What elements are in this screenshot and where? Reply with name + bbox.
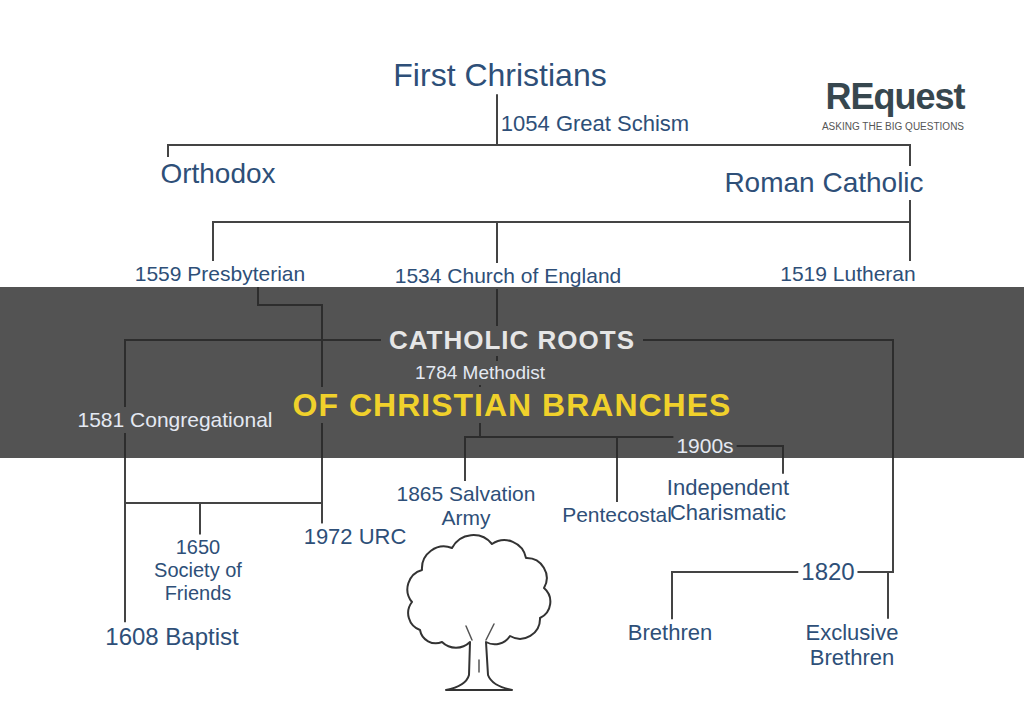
node-text: Roman Catholic bbox=[724, 167, 923, 199]
denomination-label: 1559 Presbyterian bbox=[132, 261, 308, 287]
branch-line bbox=[909, 200, 911, 261]
denomination-label: Orthodox bbox=[157, 157, 278, 191]
node-text: Exclusive Brethren bbox=[797, 620, 907, 671]
branch-line bbox=[497, 200, 910, 263]
node-text: Orthodox bbox=[160, 158, 275, 190]
branch-line bbox=[213, 200, 910, 261]
node-text: 1559 Presbyterian bbox=[135, 262, 305, 286]
node-text: 1534 Church of England bbox=[395, 264, 622, 288]
logo-tagline: ASKING THE BIG QUESTIONS bbox=[822, 121, 964, 133]
denomination-label: 1865 Salvation Army bbox=[388, 481, 544, 531]
node-text: 1972 URC bbox=[304, 524, 407, 549]
node-text: 1608 Baptist bbox=[105, 623, 238, 651]
node-text: Independent Charismatic bbox=[658, 475, 798, 526]
denomination-label: 1519 Lutheran bbox=[777, 261, 918, 287]
schism-label: 1054 Great Schism bbox=[501, 111, 689, 136]
denomination-label: 1784 Methodist bbox=[412, 361, 548, 385]
denomination-label: 1581 Congregational bbox=[75, 407, 276, 433]
node-text: Pentecostal bbox=[562, 503, 672, 527]
denomination-label: 1972 URC bbox=[301, 523, 410, 550]
banner-title: CATHOLIC ROOTS bbox=[381, 326, 643, 356]
denomination-label: 1820 bbox=[798, 557, 857, 587]
denomination-label: 1900s bbox=[673, 433, 736, 459]
node-text: 1650 Society of Friends bbox=[143, 536, 253, 605]
denomination-label: Roman Catholic bbox=[721, 166, 926, 200]
node-text: 1820 bbox=[801, 558, 854, 586]
node-text: 1900s bbox=[676, 434, 733, 458]
denomination-label: Independent Charismatic bbox=[655, 474, 801, 527]
denomination-label: Exclusive Brethren bbox=[794, 619, 910, 672]
node-text: 1865 Salvation Army bbox=[391, 482, 541, 530]
branch-line bbox=[168, 94, 497, 156]
node-text: 1519 Lutheran bbox=[780, 262, 915, 286]
branch-line bbox=[858, 572, 888, 619]
tree-outline bbox=[407, 535, 550, 690]
node-text: 1581 Congregational bbox=[78, 408, 273, 432]
logo-wordmark: REquest bbox=[825, 76, 964, 117]
denomination-label: 1650 Society of Friends bbox=[140, 535, 256, 606]
banner-subtitle: OF CHRISTIAN BRANCHES bbox=[285, 387, 740, 424]
branch-line bbox=[672, 572, 798, 619]
denomination-label: 1534 Church of England bbox=[392, 263, 625, 289]
tree-branch bbox=[466, 624, 494, 672]
node-text: First Christians bbox=[393, 57, 606, 94]
denomination-label: Brethren bbox=[625, 619, 715, 646]
denomination-label: 1608 Baptist bbox=[102, 622, 241, 652]
node-text: 1784 Methodist bbox=[415, 362, 545, 384]
node-text: Brethren bbox=[628, 620, 712, 645]
denomination-label: First Christians bbox=[390, 56, 609, 95]
denomination-label: Pentecostal bbox=[559, 502, 675, 528]
